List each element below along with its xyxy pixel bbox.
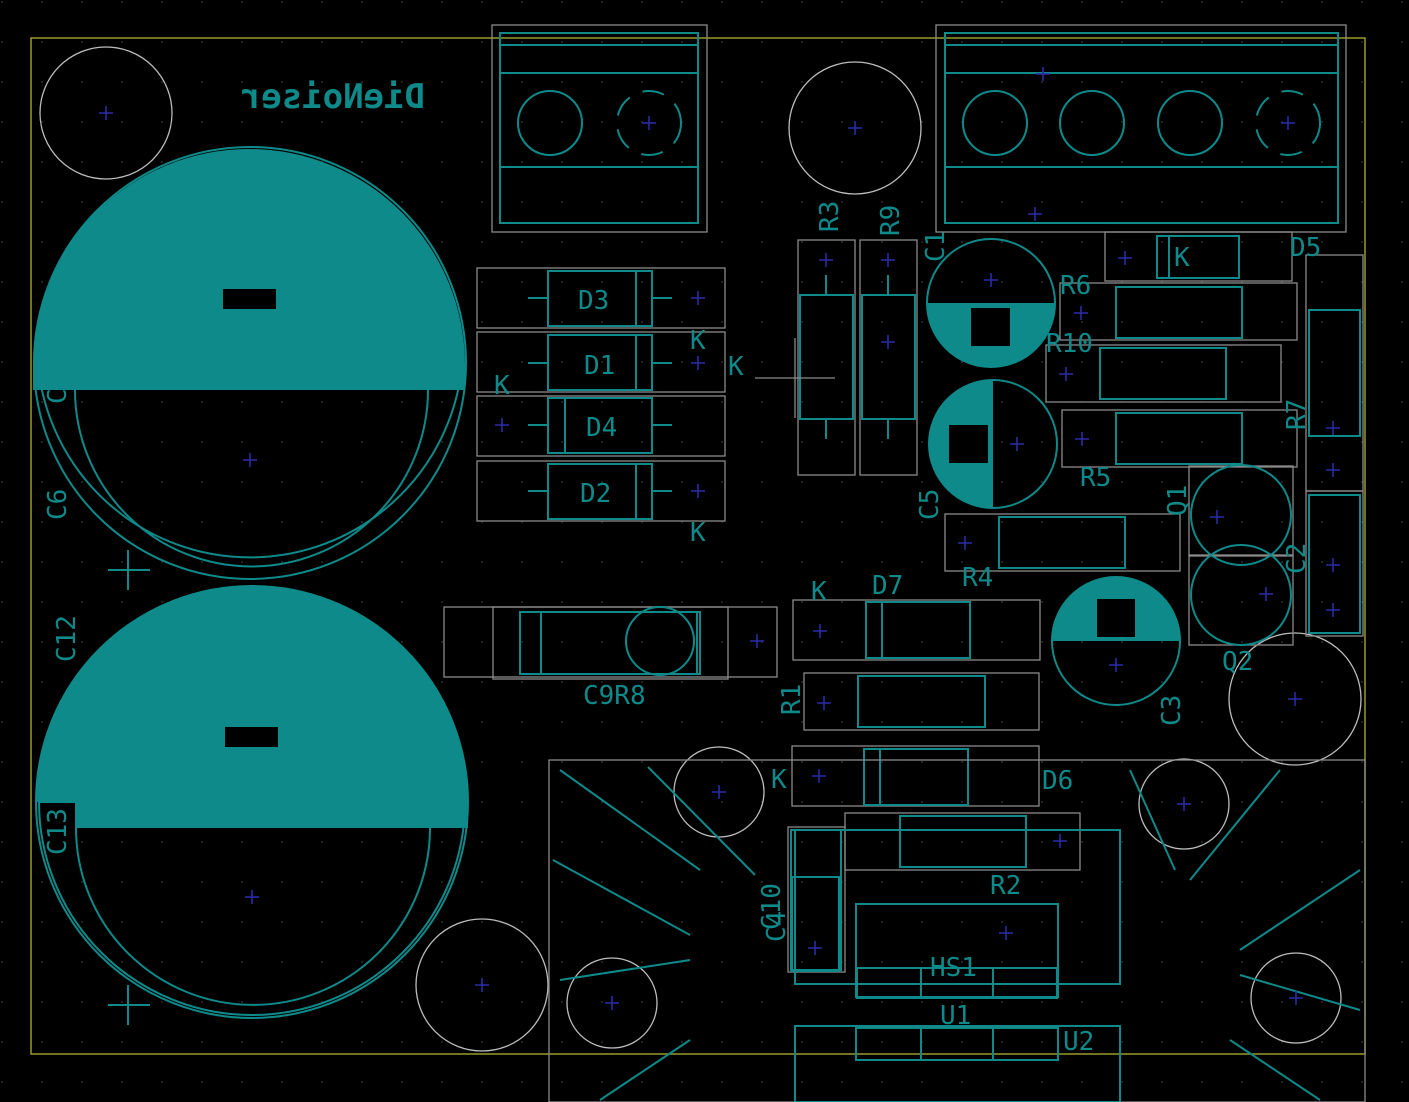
capacitor-c3[interactable] bbox=[1051, 576, 1181, 706]
label-u2: U2 bbox=[1063, 1027, 1094, 1057]
transistor-q2[interactable] bbox=[1188, 544, 1294, 646]
label-d2: D2 bbox=[580, 479, 611, 509]
label-c13: C13 bbox=[43, 808, 73, 855]
label-d3: D3 bbox=[578, 286, 609, 316]
regulator-u2[interactable] bbox=[794, 1025, 1121, 1102]
diode-d5[interactable] bbox=[1104, 231, 1293, 282]
capacitor-c5[interactable] bbox=[928, 379, 1058, 509]
anchor-markers bbox=[99, 67, 1340, 1010]
label-q2: Q2 bbox=[1222, 647, 1253, 677]
diode-d2[interactable] bbox=[476, 460, 726, 522]
label-c4: C4 bbox=[762, 911, 792, 942]
diode-d3[interactable] bbox=[476, 267, 726, 329]
label-r2: R2 bbox=[990, 871, 1021, 901]
resistor-r1[interactable] bbox=[803, 672, 1040, 731]
resistor-r4[interactable] bbox=[944, 513, 1181, 572]
label-k-mid: K bbox=[728, 352, 744, 382]
capacitor-c2[interactable] bbox=[1305, 490, 1364, 637]
label-k-d2: K bbox=[690, 518, 706, 548]
label-r3: R3 bbox=[815, 201, 845, 232]
label-d6: D6 bbox=[1042, 766, 1073, 796]
resistor-r6[interactable] bbox=[1059, 282, 1298, 341]
label-c10: C10 bbox=[757, 883, 787, 930]
resistor-r9[interactable] bbox=[859, 239, 918, 476]
label-d5: D5 bbox=[1290, 233, 1321, 263]
diode-d1[interactable] bbox=[476, 331, 726, 393]
transistor-q1[interactable] bbox=[1188, 464, 1294, 566]
label-c3: C3 bbox=[1157, 695, 1187, 726]
label-r7: R7 bbox=[1282, 399, 1312, 430]
diode-d4[interactable] bbox=[476, 395, 726, 457]
capacitor-c13[interactable] bbox=[35, 585, 469, 1025]
label-r10: R10 bbox=[1046, 329, 1093, 359]
label-k-d4: K bbox=[494, 371, 510, 401]
terminal-block-2pin[interactable] bbox=[491, 24, 708, 233]
terminal-block-4pin[interactable] bbox=[935, 24, 1347, 233]
label-c12: C12 bbox=[52, 615, 82, 662]
resistor-r10[interactable] bbox=[1045, 344, 1282, 403]
label-q1: Q1 bbox=[1163, 485, 1193, 516]
label-c5: C5 bbox=[915, 489, 945, 520]
label-u1: U1 bbox=[940, 1001, 971, 1031]
label-c7: C7 bbox=[43, 373, 73, 404]
label-r9: R9 bbox=[876, 205, 906, 236]
label-r5: R5 bbox=[1080, 463, 1111, 493]
svg-text:DieNoiser: DieNoiser bbox=[241, 77, 425, 117]
label-r1: R1 bbox=[777, 684, 807, 715]
label-d7: D7 bbox=[872, 571, 903, 601]
label-k-d3: K bbox=[690, 326, 706, 356]
label-d4: D4 bbox=[586, 413, 617, 443]
diode-d6[interactable] bbox=[791, 745, 1040, 807]
label-r4: R4 bbox=[962, 563, 993, 593]
resistor-r5[interactable] bbox=[1061, 409, 1298, 468]
label-k-d7: K bbox=[811, 577, 827, 607]
label-k-d6: K bbox=[771, 765, 787, 795]
label-c2: C2 bbox=[1282, 543, 1312, 574]
component-labels: C7 C6 C12 C13 D3 D1 D4 D2 K K K K R3 R9 … bbox=[43, 201, 1321, 1057]
resistor-r3[interactable] bbox=[797, 239, 856, 476]
board-title-silkscreen: DieNoiser bbox=[241, 77, 425, 117]
label-c6: C6 bbox=[43, 489, 73, 520]
label-d1: D1 bbox=[584, 351, 615, 381]
label-hs1: HS1 bbox=[930, 953, 977, 983]
capacitor-c6[interactable] bbox=[33, 146, 467, 590]
label-r6: R6 bbox=[1060, 271, 1091, 301]
regulator-u1[interactable] bbox=[855, 903, 1059, 999]
capacitor-c1[interactable] bbox=[926, 238, 1056, 368]
label-c9-r8: C9R8 bbox=[583, 681, 646, 711]
resistor-r8-capacitor-c9[interactable] bbox=[443, 606, 778, 680]
label-c1: C1 bbox=[921, 231, 951, 262]
label-k-d5: K bbox=[1174, 243, 1190, 273]
heatsink-hs1[interactable] bbox=[548, 759, 1366, 1102]
diode-d7[interactable] bbox=[792, 599, 1041, 661]
